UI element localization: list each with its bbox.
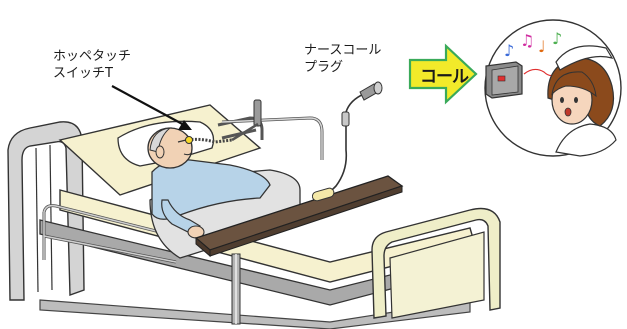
svg-text:♪: ♪ — [504, 41, 514, 60]
nurse-call-plug-label-line2: プラグ — [304, 60, 343, 76]
svg-text:♪: ♪ — [552, 29, 562, 48]
call-arrow-label: コール — [420, 62, 468, 87]
nurse-call-scene: ♪ ♫ ♩ ♪ — [485, 20, 621, 156]
svg-text:♫: ♫ — [520, 31, 534, 50]
call-panel-icon — [486, 62, 522, 98]
nurse-call-plug-label-line1: ナースコール — [304, 43, 381, 59]
svg-text:♩: ♩ — [538, 37, 546, 56]
switch-label-line2: スイッチT — [53, 66, 113, 82]
switch-label-line1: ホッペタッチ — [53, 49, 131, 65]
